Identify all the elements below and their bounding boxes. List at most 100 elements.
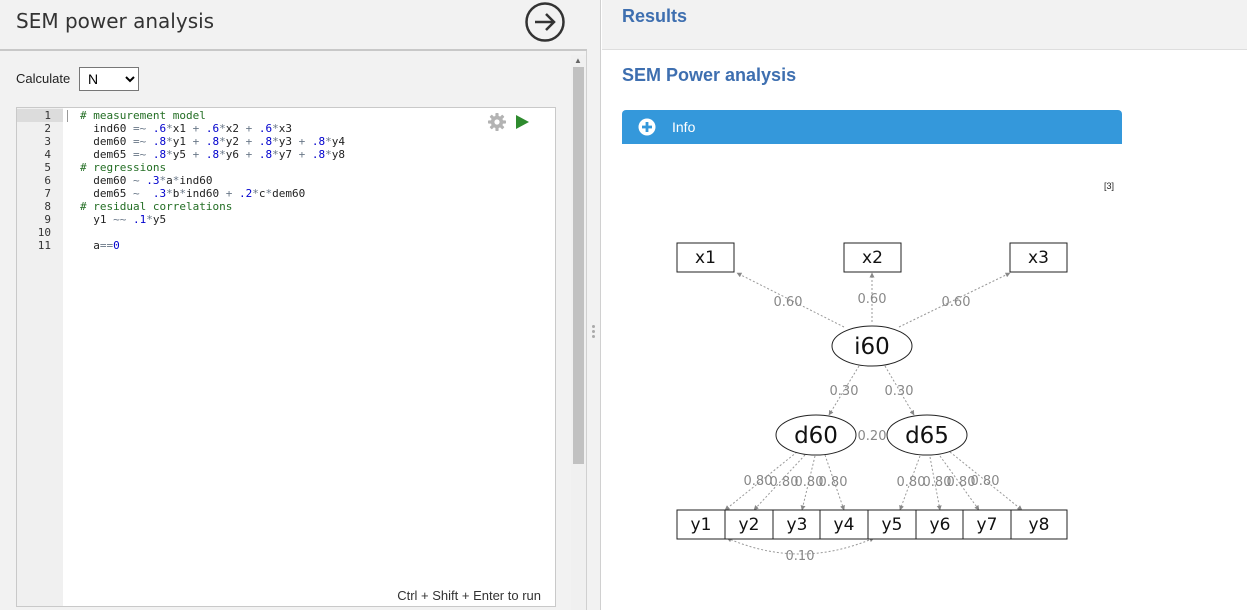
latent-variable-i60: i60 [831, 325, 913, 367]
path-coefficient: 0.80 [947, 475, 976, 490]
run-code-button[interactable] [513, 113, 531, 131]
grip-icon [592, 325, 595, 339]
variable-label: y6 [930, 515, 951, 535]
observed-variable-y5: y5 [867, 509, 917, 540]
plus-circle-icon [638, 118, 656, 136]
variable-label: i60 [854, 334, 890, 360]
results-panel: Results SEM Power analysis Info [3] 0.60… [602, 0, 1247, 610]
panel-header: SEM power analysis [0, 0, 587, 51]
path-arrow [884, 365, 915, 416]
observed-variable-y8: y8 [1010, 509, 1068, 540]
path-coefficient: 0.60 [858, 292, 887, 307]
path-coefficient: 0.80 [770, 475, 799, 490]
code-line[interactable]: dem65 =~ .8*y5 + .8*y6 + .8*y7 + .8*y8 [80, 148, 345, 161]
path-arrow [800, 455, 816, 511]
path-coefficient: 0.80 [923, 475, 952, 490]
variable-label: x2 [862, 248, 883, 268]
variable-label: y2 [739, 515, 760, 535]
line-number: 5 [44, 161, 51, 174]
variable-label: x3 [1028, 248, 1049, 268]
scrollbar-thumb[interactable] [573, 67, 584, 464]
results-title: Results [622, 6, 688, 26]
observed-variable-x1: x1 [676, 242, 735, 273]
path-coefficient: 0.60 [774, 295, 803, 310]
line-number: 1 [44, 109, 51, 122]
panel-title: SEM power analysis [16, 9, 215, 33]
observed-variable-x3: x3 [1009, 242, 1068, 273]
observed-variable-y6: y6 [915, 509, 965, 540]
residual-covariance-arrow [726, 537, 875, 555]
code-line[interactable]: dem60 =~ .8*y1 + .8*y2 + .8*y3 + .8*y4 [80, 135, 345, 148]
path-coefficient: 0.30 [830, 384, 859, 399]
info-collapsible[interactable]: Info [622, 110, 1122, 144]
variable-label: d65 [905, 423, 949, 449]
path-arrow [949, 451, 1023, 511]
variable-label: y8 [1029, 515, 1050, 535]
line-number: 8 [44, 200, 51, 213]
path-coefficient: 0.30 [885, 384, 914, 399]
code-line[interactable]: # residual correlations [80, 200, 233, 213]
variable-label: y3 [787, 515, 808, 535]
covariance-label: 0.20 [858, 429, 887, 444]
path-arrow [828, 365, 860, 416]
line-number: 7 [44, 187, 51, 200]
path-arrow [929, 456, 942, 511]
calculate-select[interactable]: N [79, 67, 139, 91]
arrow-right-circle-icon [525, 2, 565, 42]
path-arrow [899, 455, 921, 511]
editor-settings-button[interactable] [487, 112, 507, 132]
code-line[interactable]: dem60 ~ .3*a*ind60 [80, 174, 213, 187]
code-line[interactable]: # measurement model [80, 109, 206, 122]
analysis-title: SEM Power analysis [622, 65, 797, 85]
latent-variable-d60: d60 [775, 414, 857, 456]
gear-icon [488, 113, 506, 131]
scroll-up-icon[interactable]: ▲ [574, 56, 582, 65]
observed-variable-y7: y7 [962, 509, 1012, 540]
path-coefficient: 0.80 [819, 475, 848, 490]
residual-covariance-label: 0.10 [786, 549, 815, 564]
path-coefficient: 0.80 [897, 475, 926, 490]
observed-variable-y4: y4 [819, 509, 869, 540]
code-line[interactable]: y1 ~~ .1*y5 [80, 213, 167, 226]
line-number: 3 [44, 135, 51, 148]
panel-splitter[interactable] [587, 0, 601, 610]
variable-label: y1 [691, 515, 712, 535]
path-coefficient: 0.60 [942, 295, 971, 310]
footnote-ref: [3] [1104, 181, 1115, 191]
path-arrow [824, 454, 845, 511]
line-number-gutter: 1 2 3 4 5 6 7 8 9 10 11 [17, 108, 63, 606]
results-header: Results [602, 0, 1247, 50]
left-panel: SEM power analysis Calculate N 1 2 3 4 5… [0, 0, 587, 610]
variable-label: y4 [834, 515, 855, 535]
observed-variable-x2: x2 [843, 242, 902, 273]
syntax-editor[interactable]: 1 2 3 4 5 6 7 8 9 10 11 # measurement mo… [16, 107, 556, 607]
observed-variable-y1: y1 [676, 509, 726, 540]
run-shortcut-hint: Ctrl + Shift + Enter to run [397, 588, 541, 603]
path-arrow [939, 455, 980, 511]
code-line[interactable]: # regressions [80, 161, 167, 174]
variable-label: x1 [695, 248, 716, 268]
active-line-highlight [17, 109, 63, 122]
text-cursor [67, 110, 68, 122]
variable-label: y5 [882, 515, 903, 535]
line-number: 9 [44, 213, 51, 226]
line-number: 11 [37, 239, 51, 252]
code-line[interactable]: ind60 =~ .6*x1 + .6*x2 + .6*x3 [80, 122, 292, 135]
path-arrow [898, 272, 1011, 328]
path-coefficient: 0.80 [744, 474, 773, 489]
observed-variable-y2: y2 [724, 509, 774, 540]
calculate-label: Calculate [16, 71, 71, 86]
variable-label: d60 [794, 423, 838, 449]
play-icon [516, 115, 529, 129]
panel-scrollbar[interactable]: ▲ [571, 55, 586, 610]
path-coefficient: 0.80 [971, 474, 1000, 489]
observed-variable-y3: y3 [772, 509, 822, 540]
latent-variable-d65: d65 [886, 414, 968, 456]
run-analysis-button[interactable] [524, 1, 566, 43]
line-number: 4 [44, 148, 51, 161]
line-number: 10 [37, 226, 51, 239]
code-line[interactable]: dem65 ~ .3*b*ind60 + .2*c*dem60 [80, 187, 306, 200]
line-number: 6 [44, 174, 51, 187]
code-line[interactable]: a==0 [80, 239, 120, 252]
